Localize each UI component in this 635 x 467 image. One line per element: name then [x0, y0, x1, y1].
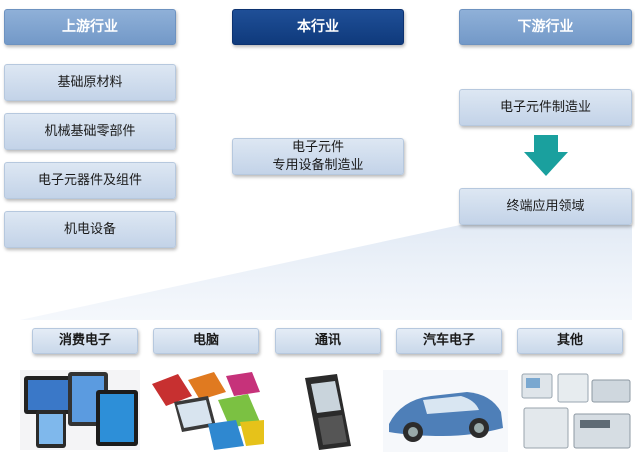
upstream-item-label: 基础原材料: [57, 74, 123, 90]
upstream-item-mechanical-parts: 机械基础零部件: [4, 113, 176, 150]
app-automotive-electronics: 汽车电子: [396, 328, 502, 354]
car-photo: [383, 370, 508, 452]
tablets-photo: [20, 370, 140, 450]
app-label: 消费电子: [58, 333, 111, 348]
downstream-manufacturing-label: 电子元件制造业: [499, 99, 591, 115]
app-label: 电脑: [192, 333, 219, 348]
this-industry-box: 电子元件 专用设备制造业: [232, 138, 404, 175]
upstream-item-label: 电子元器件及组件: [37, 172, 142, 188]
upstream-item-electronic-components: 电子元器件及组件: [4, 162, 176, 199]
upstream-item-electromechanical: 机电设备: [4, 211, 176, 248]
downstream-manufacturing-box: 电子元件制造业: [459, 89, 632, 126]
laptops-photo: [148, 370, 266, 452]
header-upstream: 上游行业: [4, 9, 176, 45]
header-downstream-label: 下游行业: [517, 19, 574, 35]
header-downstream: 下游行业: [459, 9, 632, 45]
header-upstream-label: 上游行业: [62, 19, 118, 35]
this-industry-line2: 专用设备制造业: [272, 157, 364, 173]
upstream-item-label: 机械基础零部件: [44, 123, 136, 139]
app-label: 其他: [556, 333, 583, 348]
header-this-industry-label: 本行业: [297, 19, 339, 35]
this-industry-line1: 电子元件: [291, 139, 344, 155]
mobile-phone-photo: [285, 372, 365, 452]
app-label: 汽车电子: [422, 333, 475, 348]
downstream-terminal-box: 终端应用领域: [459, 188, 632, 225]
app-label: 通讯: [314, 333, 341, 348]
app-communication: 通讯: [275, 328, 381, 354]
upstream-item-raw-materials: 基础原材料: [4, 64, 176, 101]
downstream-terminal-label: 终端应用领域: [506, 198, 585, 214]
app-computer: 电脑: [153, 328, 259, 354]
medical-equipment-photo: [518, 370, 633, 454]
app-consumer-electronics: 消费电子: [32, 328, 138, 354]
upstream-item-label: 机电设备: [63, 221, 116, 237]
app-others: 其他: [517, 328, 623, 354]
header-this-industry: 本行业: [232, 9, 404, 45]
